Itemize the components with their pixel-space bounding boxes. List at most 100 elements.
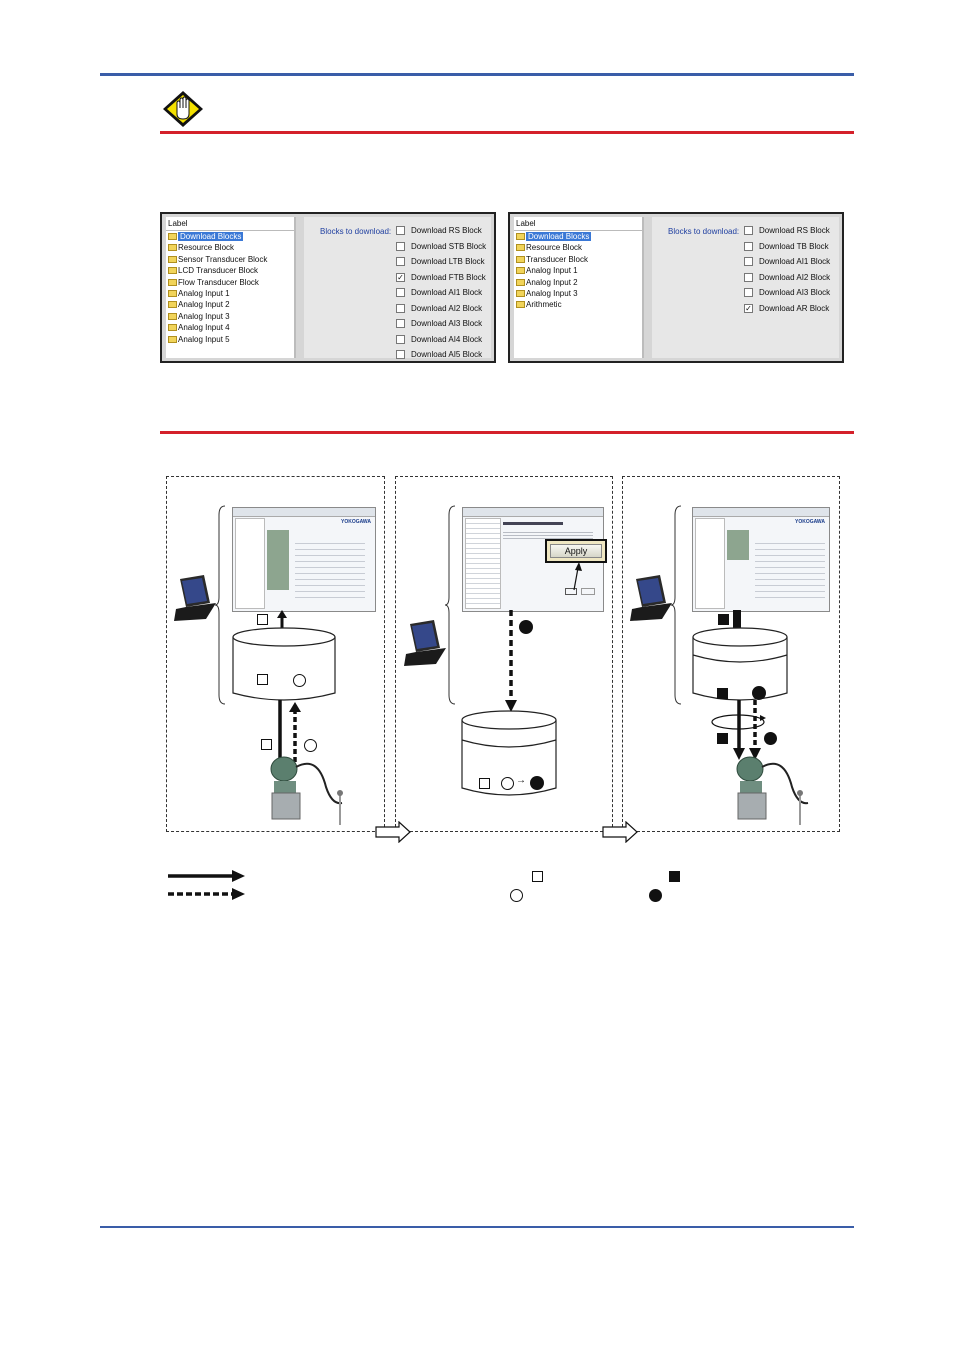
download-option-label: Download AI3 Block bbox=[411, 319, 483, 328]
download-option[interactable]: Download LTB Block bbox=[396, 256, 485, 270]
folder-icon bbox=[516, 278, 525, 286]
pointer-arrow-icon bbox=[566, 562, 582, 592]
download-option[interactable]: Download TB Block bbox=[744, 241, 829, 255]
legend-solid-arrow-icon bbox=[168, 869, 246, 883]
download-option[interactable]: Download AI5 Block bbox=[396, 349, 482, 363]
square-marker-icon bbox=[257, 674, 268, 685]
download-option-label: Download AI5 Block bbox=[411, 350, 483, 359]
checkbox[interactable] bbox=[396, 288, 405, 298]
folder-icon bbox=[168, 255, 177, 263]
tree-item[interactable]: Analog Input 5 bbox=[166, 334, 294, 345]
legend-dashed-arrow-icon bbox=[168, 887, 246, 901]
tree-header: Label bbox=[514, 217, 642, 231]
tree-item-label: Analog Input 4 bbox=[178, 323, 230, 333]
tree-item-label: Download Blocks bbox=[178, 232, 244, 241]
stage-arrow-1-icon bbox=[375, 820, 411, 844]
download-option-label: Download AI3 Block bbox=[759, 288, 831, 297]
blocks-to-download-label: Blocks to download: bbox=[320, 227, 392, 236]
software-screenshot-2 bbox=[462, 507, 604, 612]
download-option[interactable]: ✓ Download AR Block bbox=[744, 303, 829, 317]
download-option[interactable]: ✓ Download FTB Block bbox=[396, 272, 486, 286]
download-option-label: Download TB Block bbox=[759, 241, 829, 251]
download-option[interactable]: Download AI3 Block bbox=[744, 287, 830, 301]
download-option-label: Download AR Block bbox=[759, 303, 830, 313]
filled-square-marker-icon bbox=[717, 733, 728, 744]
tree-item[interactable]: Arithmetic bbox=[514, 299, 642, 310]
tree-item[interactable]: Analog Input 1 bbox=[514, 265, 642, 276]
brace-icon bbox=[444, 505, 456, 705]
header-rule bbox=[100, 73, 854, 76]
download-option[interactable]: Download AI3 Block bbox=[396, 318, 482, 332]
download-option-label: Download FTB Block bbox=[411, 272, 486, 282]
cylinder-icon bbox=[692, 627, 788, 703]
arrow-symbol: → bbox=[516, 775, 526, 786]
checkbox[interactable] bbox=[744, 241, 753, 251]
apply-button[interactable]: Apply bbox=[545, 539, 607, 563]
checkbox-checked[interactable]: ✓ bbox=[396, 272, 405, 282]
tree-item[interactable]: Analog Input 4 bbox=[166, 322, 294, 333]
tree-item[interactable]: Sensor Transducer Block bbox=[166, 254, 294, 265]
folder-icon bbox=[516, 244, 525, 252]
checkbox[interactable] bbox=[744, 272, 753, 282]
square-marker-icon bbox=[479, 778, 490, 789]
checkbox[interactable] bbox=[744, 226, 753, 236]
folder-icon bbox=[168, 335, 177, 343]
tree-item-label: Flow Transducer Block bbox=[178, 277, 259, 287]
tree-item-label: Analog Input 1 bbox=[526, 266, 578, 276]
tree-item[interactable]: Resource Block bbox=[514, 242, 642, 253]
download-option[interactable]: Download AI2 Block bbox=[744, 272, 830, 286]
circle-marker-icon bbox=[304, 739, 317, 752]
checkbox[interactable] bbox=[396, 257, 405, 267]
legend-filled-square-marker-icon bbox=[669, 871, 680, 882]
tree-item-label: Arithmetic bbox=[526, 300, 562, 310]
folder-icon bbox=[168, 278, 177, 286]
blocks-to-download-label: Blocks to download: bbox=[668, 227, 740, 236]
software-screenshot-1: YOKOGAWA bbox=[232, 507, 376, 612]
checkbox[interactable] bbox=[744, 257, 753, 267]
tree-item-label: Analog Input 2 bbox=[178, 300, 230, 310]
laptop-icon bbox=[400, 620, 448, 668]
checkbox[interactable] bbox=[744, 288, 753, 298]
checkbox-checked[interactable]: ✓ bbox=[744, 303, 753, 313]
download-option[interactable]: Download RS Block bbox=[396, 225, 482, 239]
tree-item[interactable]: Flow Transducer Block bbox=[166, 277, 294, 288]
tree-item[interactable]: Analog Input 2 bbox=[514, 277, 642, 288]
download-option[interactable]: Download AI4 Block bbox=[396, 334, 482, 348]
tree-item-label: Resource Block bbox=[526, 243, 583, 253]
checkbox[interactable] bbox=[396, 334, 405, 344]
folder-icon bbox=[168, 267, 177, 275]
tree-item-label: Download Blocks bbox=[526, 232, 592, 241]
checkbox[interactable] bbox=[396, 226, 405, 236]
tree-item[interactable]: Transducer Block bbox=[514, 254, 642, 265]
tree-item[interactable]: Download Blocks bbox=[166, 231, 294, 242]
download-option[interactable]: Download AI1 Block bbox=[744, 256, 830, 270]
download-option[interactable]: Download AI1 Block bbox=[396, 287, 482, 301]
tree-item[interactable]: Analog Input 1 bbox=[166, 288, 294, 299]
tree-item-label: Analog Input 1 bbox=[178, 288, 230, 298]
download-option-label: Download LTB Block bbox=[411, 257, 485, 266]
download-option[interactable]: Download RS Block bbox=[744, 225, 830, 239]
solid-up-arrow-icon bbox=[274, 700, 286, 762]
tree-item[interactable]: Analog Input 2 bbox=[166, 299, 294, 310]
caution-hand-icon bbox=[162, 90, 204, 128]
download-option-label: Download AI1 Block bbox=[759, 257, 831, 266]
checkbox[interactable] bbox=[396, 350, 405, 360]
checkbox[interactable] bbox=[396, 241, 405, 251]
tree-item[interactable]: Analog Input 3 bbox=[166, 311, 294, 322]
download-option[interactable]: Download STB Block bbox=[396, 241, 486, 255]
tree-item[interactable]: LCD Transducer Block bbox=[166, 265, 294, 276]
tree-item[interactable]: Analog Input 3 bbox=[514, 288, 642, 299]
download-option[interactable]: Download AI2 Block bbox=[396, 303, 482, 317]
tree-item[interactable]: Resource Block bbox=[166, 242, 294, 253]
checkbox[interactable] bbox=[396, 319, 405, 329]
download-option-label: Download AI4 Block bbox=[411, 334, 483, 344]
apply-button-label: Apply bbox=[550, 544, 602, 558]
checkbox[interactable] bbox=[396, 303, 405, 313]
folder-icon bbox=[516, 301, 525, 309]
tree-item[interactable]: Download Blocks bbox=[514, 231, 642, 242]
filled-circle-marker-icon bbox=[530, 776, 544, 790]
cylinder-icon bbox=[232, 627, 336, 703]
